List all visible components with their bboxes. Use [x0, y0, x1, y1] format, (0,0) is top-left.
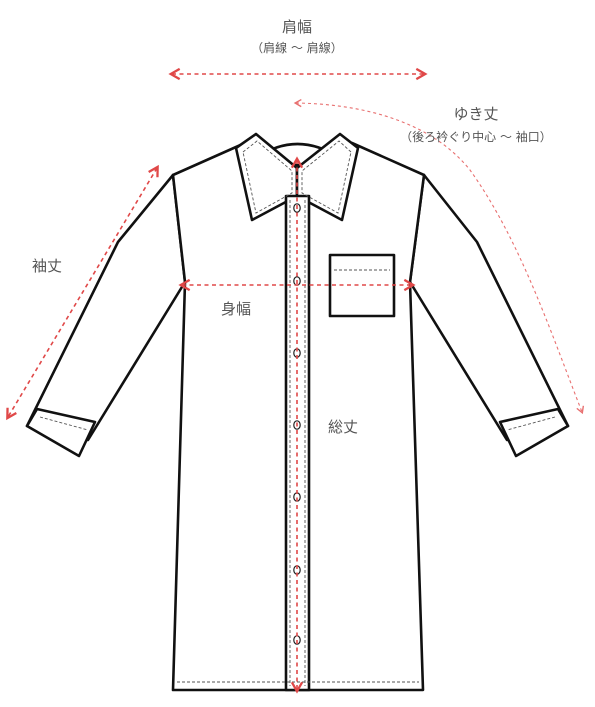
sleeve-length-label: 袖丈: [32, 257, 62, 275]
yuki-length-arrow: [293, 98, 585, 415]
shoulder-width-label: 肩幅: [282, 18, 312, 36]
shoulder-width-note: （肩線 ～ 肩線）: [251, 40, 343, 55]
right-cuff: [498, 407, 570, 458]
left-sleeve: [25, 173, 187, 442]
front-placket: [284, 194, 311, 692]
measurement-arrows: [6, 67, 585, 694]
body-width-label: 身幅: [221, 300, 251, 318]
right-sleeve: [408, 173, 570, 442]
yuki-length-label: ゆき丈: [453, 105, 498, 123]
shirt-outline: [25, 132, 570, 692]
labels: 肩幅 （肩線 ～ 肩線） ゆき丈 （後ろ衿ぐり中心 ～ 袖口） 袖丈 身幅 総丈: [32, 18, 552, 436]
sleeve-length-arrow: [6, 164, 159, 421]
yuki-length-note: （後ろ衿ぐり中心 ～ 袖口）: [400, 129, 552, 144]
total-length-label: 総丈: [328, 418, 358, 436]
